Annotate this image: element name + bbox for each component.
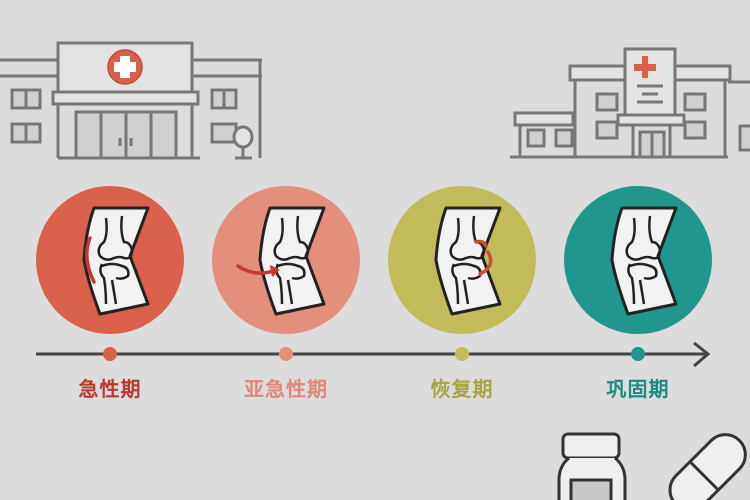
hospital-right-icon: [500, 44, 750, 160]
medicine-bottle-and-pill-icon: [555, 430, 750, 500]
stage-label-acute: 急性期: [78, 377, 142, 401]
knee-joint-icon: [236, 206, 326, 316]
timeline-dot-acute: [103, 347, 117, 361]
stage-label-consolidation: 巩固期: [606, 377, 670, 401]
stage-circle-consolidation: [564, 186, 712, 334]
knee-joint-icon: [610, 206, 678, 316]
timeline-dot-consolidation: [631, 347, 645, 361]
stage-circle-recovery: [388, 186, 536, 334]
stage-circle-acute: [36, 186, 184, 334]
timeline-arrow: [36, 342, 716, 368]
stage-label-subacute: 亚急性期: [244, 377, 328, 401]
knee-joint-icon: [434, 206, 502, 316]
stage-circle-subacute: [212, 186, 360, 334]
stage-label-recovery: 恢复期: [430, 377, 494, 401]
hospital-left-icon: [0, 40, 270, 162]
knee-joint-icon: [82, 206, 150, 316]
timeline-dot-subacute: [279, 347, 293, 361]
timeline-dot-recovery: [455, 347, 469, 361]
